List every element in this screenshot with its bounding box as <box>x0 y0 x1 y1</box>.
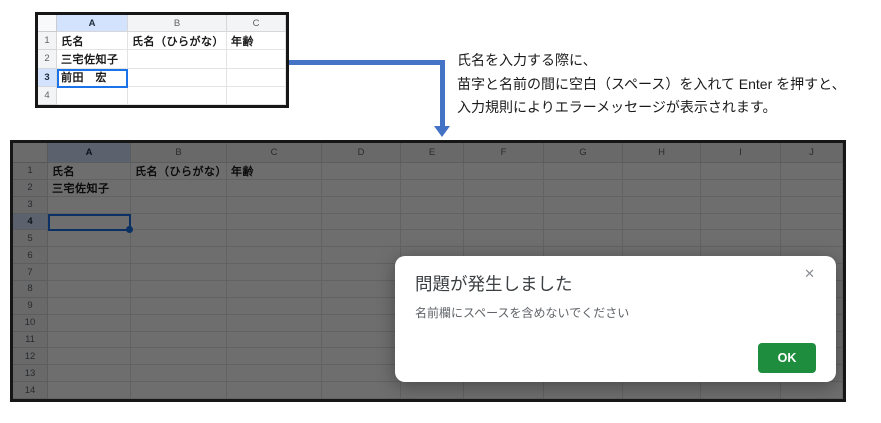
cell-B2[interactable] <box>128 50 227 69</box>
cell-A2[interactable]: 三宅佐知子 <box>57 50 128 69</box>
row-header-3[interactable]: 3 <box>38 68 57 87</box>
row-header-1[interactable]: 1 <box>38 32 57 51</box>
caption-line-1: 氏名を入力する際に、 <box>457 52 597 68</box>
corner-cell[interactable] <box>38 15 57 32</box>
main-spreadsheet: ABCDEFGHIJ1氏名氏名（ひらがな）年齢2三宅佐知子34567891011… <box>10 140 846 402</box>
cell-A4[interactable] <box>57 86 128 105</box>
caption-line-2: 苗字と名前の間に空白（スペース）を入れて Enter を押すと、 <box>457 75 846 92</box>
dialog-message: 名前欄にスペースを含めないでください <box>415 306 630 320</box>
caption-text: 氏名を入力する際に、 苗字と名前の間に空白（スペース）を入れて Enter を押… <box>457 49 881 120</box>
cell-B3[interactable] <box>128 68 227 87</box>
column-header-A[interactable]: A <box>57 15 128 32</box>
cell-C2[interactable] <box>227 50 286 69</box>
row-header-4[interactable]: 4 <box>38 86 57 105</box>
cell-A1[interactable]: 氏名 <box>57 32 128 51</box>
cell-B4[interactable] <box>128 86 227 105</box>
flow-arrow-vertical <box>440 60 445 127</box>
caption-line-3: 入力規則によりエラーメッセージが表示されます。 <box>457 99 777 115</box>
close-icon[interactable]: ✕ <box>804 266 815 281</box>
flow-arrow-horizontal <box>289 60 445 65</box>
error-dialog: 問題が発生しました 名前欄にスペースを含めないでください ✕ OK <box>395 256 836 382</box>
row-header-2[interactable]: 2 <box>38 50 57 69</box>
ok-button[interactable]: OK <box>758 343 816 373</box>
column-header-C[interactable]: C <box>227 15 286 32</box>
cell-B1[interactable]: 氏名（ひらがな） <box>128 32 227 51</box>
cell-C4[interactable] <box>227 86 286 105</box>
cell-A3[interactable]: 前田 宏 <box>57 68 128 87</box>
cell-C3[interactable] <box>227 68 286 87</box>
cell-C1[interactable]: 年齢 <box>227 32 286 51</box>
column-header-B[interactable]: B <box>128 15 227 32</box>
dialog-title: 問題が発生しました <box>415 274 573 294</box>
sheet-row-4: 4 <box>38 86 286 105</box>
flow-arrow-head-icon <box>434 126 450 137</box>
